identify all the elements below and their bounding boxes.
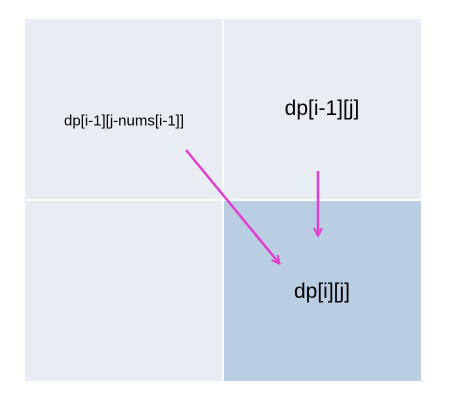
cell-label-dp-prev-row-shifted: dp[i-1][j-nums[i-1]] bbox=[63, 112, 185, 130]
cell-label-dp-current: dp[i][j] bbox=[293, 280, 351, 303]
cell-bottom-left bbox=[25, 201, 222, 381]
cell-top-left bbox=[25, 19, 222, 199]
cell-label-dp-prev-row: dp[i-1][j] bbox=[284, 97, 360, 120]
